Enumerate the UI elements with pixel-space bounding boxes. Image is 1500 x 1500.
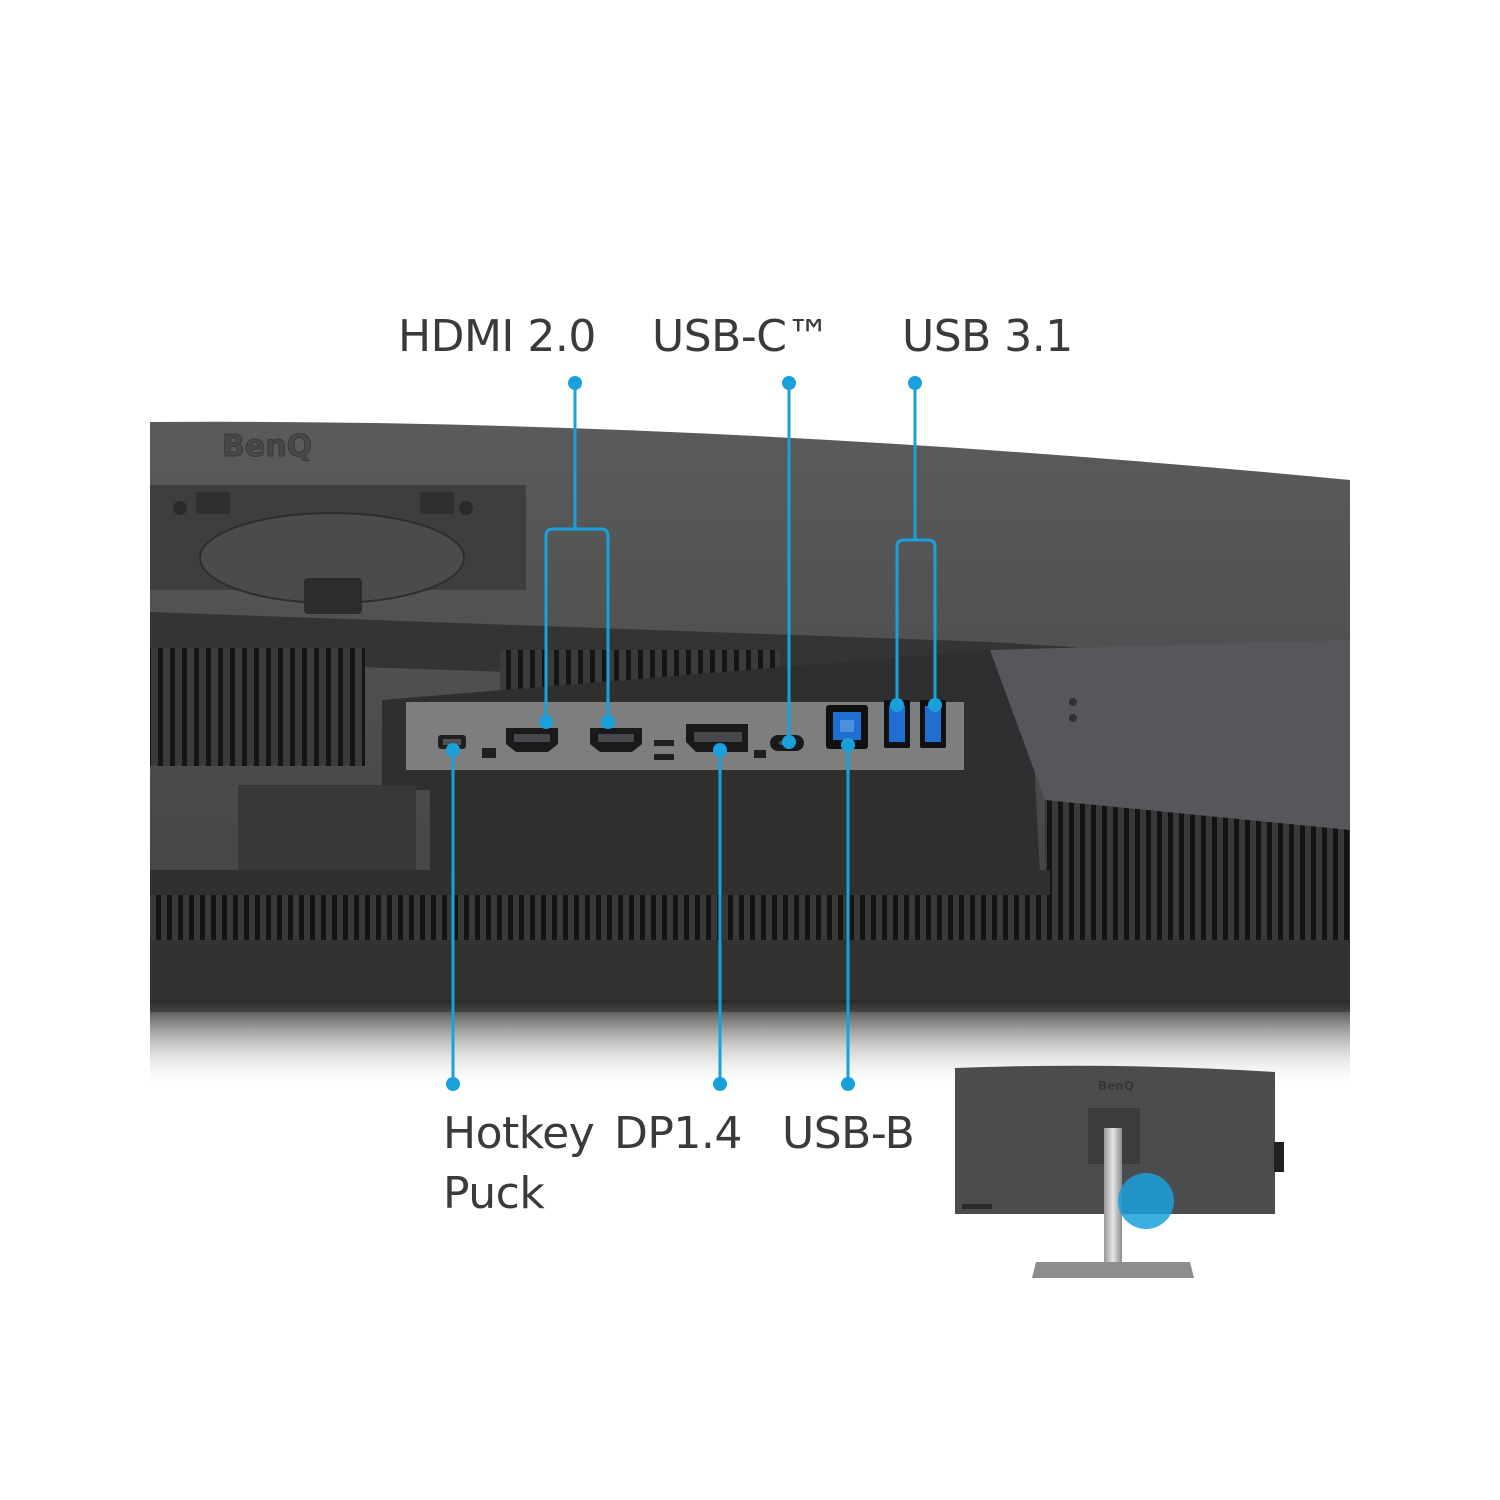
highlight-circle	[1118, 1173, 1174, 1229]
label-hotkey-puck: Hotkey Puck	[443, 1104, 595, 1224]
label-usb-c: USB-C™	[652, 311, 830, 362]
displayport-icon	[686, 724, 748, 752]
benq-logo: BenQ	[222, 429, 312, 464]
label-usb-b: USB-B	[782, 1108, 915, 1159]
hdmi-port-icon	[590, 728, 642, 752]
label-dp: DP1.4	[614, 1108, 742, 1159]
label-usb-3-1: USB 3.1	[902, 311, 1073, 362]
label-hdmi: HDMI 2.0	[398, 311, 596, 362]
usb-b-port-icon	[826, 705, 868, 749]
mini-usb-port-icon	[438, 735, 466, 749]
port-panel	[406, 702, 964, 770]
hdmi-port-icon	[506, 728, 558, 752]
inset-monitor-thumbnail: BenQ	[955, 1065, 1284, 1278]
bottom-vents	[150, 895, 1350, 940]
usb-a-port-icon	[920, 700, 946, 748]
usb-a-port-icon	[884, 700, 910, 748]
label-puck: Puck	[443, 1168, 545, 1219]
callout-dots	[446, 376, 942, 1091]
label-hotkey: Hotkey	[443, 1108, 595, 1159]
monitor-back: BenQ	[150, 421, 1350, 1090]
upper-vents-left	[150, 648, 365, 766]
svg-text:BenQ: BenQ	[1098, 1079, 1134, 1093]
callout-lines	[451, 383, 937, 1084]
